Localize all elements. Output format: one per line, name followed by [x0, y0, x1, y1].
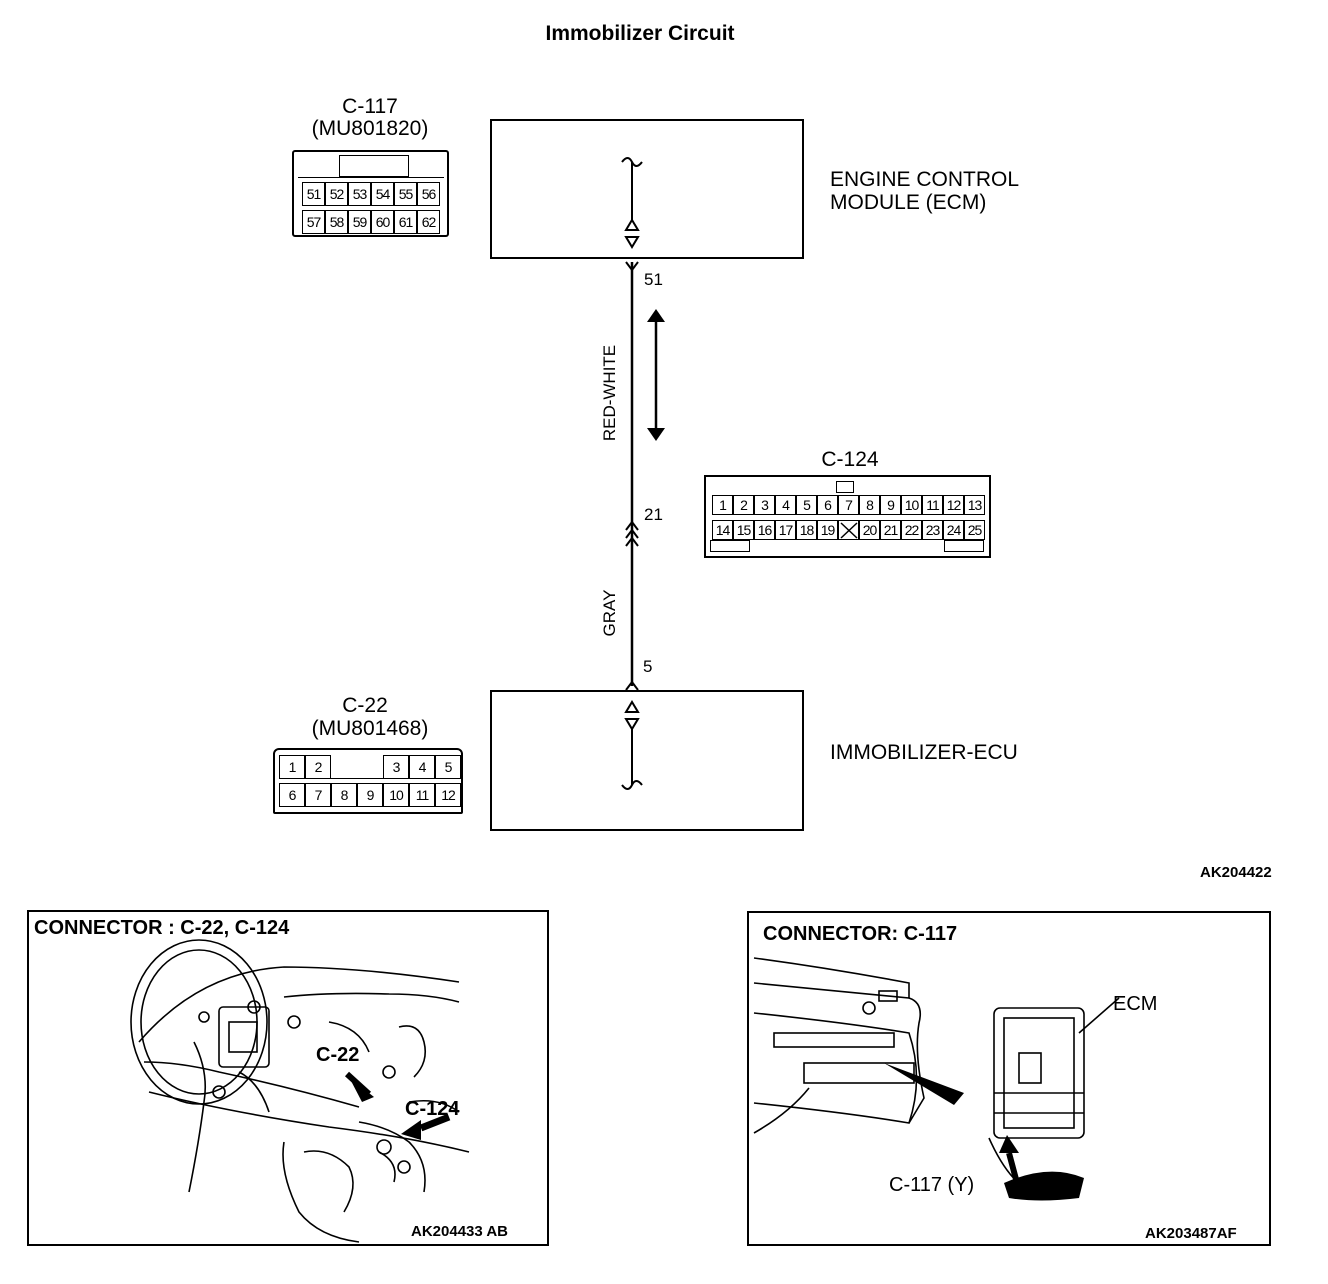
pin-cell: 11	[409, 783, 435, 807]
immo-pin-number: 5	[643, 657, 653, 676]
junction-pin-number: 21	[644, 505, 663, 524]
wire-diagram	[621, 157, 665, 790]
pin-cell: 9	[880, 495, 901, 515]
pin-cell: 18	[796, 520, 817, 540]
pin-cell: 60	[371, 210, 394, 234]
pin-cell: 16	[754, 520, 775, 540]
pin-cell: 8	[859, 495, 880, 515]
pin-cell: 6	[817, 495, 838, 515]
pin-cell: 4	[409, 755, 435, 779]
pin-cell: 15	[733, 520, 754, 540]
pin-cell: 58	[325, 210, 348, 234]
pin-cell: 61	[394, 210, 417, 234]
connector-panel-left: CONNECTOR : C-22, C-124	[27, 910, 549, 1246]
pin-cell: 11	[922, 495, 943, 515]
pin-cell: 53	[348, 182, 371, 206]
pin-cell: 52	[325, 182, 348, 206]
pin-cell: 54	[371, 182, 394, 206]
callout-ecm: ECM	[1113, 993, 1158, 1015]
ecm-illustration	[753, 957, 1120, 1201]
pin-cell: 9	[357, 783, 383, 807]
pin-cell: 2	[733, 495, 754, 515]
callout-c124: C-124	[405, 1098, 460, 1120]
pin-cell: 24	[943, 520, 964, 540]
diagram-title: Immobilizer Circuit	[545, 22, 735, 45]
c117-part: (MU801820)	[311, 117, 429, 140]
pin-cell: 20	[859, 520, 880, 540]
pin-cell: 17	[775, 520, 796, 540]
pin-cell: 62	[417, 210, 440, 234]
pin-cell: 5	[796, 495, 817, 515]
ecm-box	[490, 119, 804, 259]
pin-cell: 1	[279, 755, 305, 779]
pin-cell: 59	[348, 210, 371, 234]
c117-name: C-117	[342, 95, 398, 118]
wire-color-lower: GRAY	[600, 589, 619, 637]
wire-color-upper: RED-WHITE	[600, 344, 619, 442]
blank-cavity	[838, 520, 859, 540]
diagram-reference: AK204422	[1200, 864, 1272, 881]
pin-cell: 51	[302, 182, 325, 206]
pin-cell: 21	[880, 520, 901, 540]
pin-cell: 4	[775, 495, 796, 515]
pin-cell: 55	[394, 182, 417, 206]
callout-c117: C-117 (Y)	[889, 1174, 975, 1196]
panel-right-ref: AK203487AF	[1145, 1225, 1237, 1242]
pin-cell: 19	[817, 520, 838, 540]
pin-cell: 7	[838, 495, 859, 515]
pin-cell: 10	[383, 783, 409, 807]
pin-cell: 7	[305, 783, 331, 807]
blank-cavity	[331, 755, 357, 779]
pin-cell: 23	[922, 520, 943, 540]
pin-cell: 14	[712, 520, 733, 540]
ecm-label-line2: MODULE (ECM)	[830, 191, 987, 214]
panel-right-title: CONNECTOR: C-117	[763, 923, 958, 945]
pin-cell: 5	[435, 755, 461, 779]
pin-cell: 12	[435, 783, 461, 807]
panel-left-ref: AK204433 AB	[411, 1223, 508, 1240]
pin-cell: 25	[964, 520, 985, 540]
pin-cell: 8	[331, 783, 357, 807]
pin-cell: 3	[383, 755, 409, 779]
pin-cell: 13	[964, 495, 985, 515]
pin-cell: 1	[712, 495, 733, 515]
pin-cell: 22	[901, 520, 922, 540]
pin-cell: 3	[754, 495, 775, 515]
c22-name: C-22	[342, 694, 388, 717]
dashboard-illustration	[130, 939, 470, 1243]
c124-name: C-124	[821, 448, 879, 471]
ecm-up-triangle	[624, 218, 640, 231]
c22-part: (MU801468)	[311, 717, 429, 740]
pin-cell: 10	[901, 495, 922, 515]
ecm-label-line1: ENGINE CONTROL	[830, 168, 1020, 191]
immobilizer-ecu-label: IMMOBILIZER-ECU	[830, 741, 1018, 764]
pin-cell: 57	[302, 210, 325, 234]
ecm-pin-number: 51	[644, 270, 663, 289]
panel-left-title: CONNECTOR : C-22, C-124	[34, 917, 290, 939]
pin-cell: 56	[417, 182, 440, 206]
blank-cavity	[357, 755, 383, 779]
immobilizer-ecu-box	[490, 690, 804, 831]
pin-cell: 12	[943, 495, 964, 515]
callout-c22: C-22	[316, 1044, 360, 1066]
pin-cell: 6	[279, 783, 305, 807]
connector-panel-right: CONNECTOR: C-117 ECM C-117 (Y) AK203487A…	[747, 911, 1271, 1246]
pin-cell: 2	[305, 755, 331, 779]
ecm-down-triangle	[624, 236, 640, 249]
